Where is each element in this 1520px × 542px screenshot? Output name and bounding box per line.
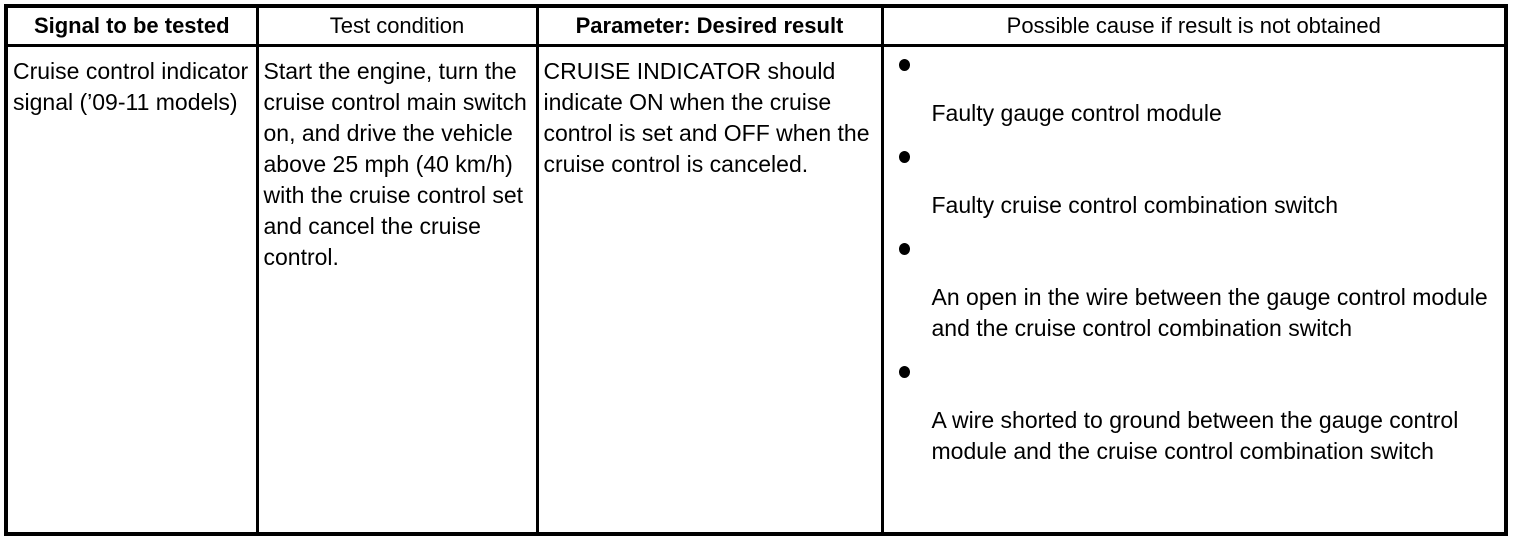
cell-signal-to-be-tested: Cruise control indicator signal (’09-11 … xyxy=(8,45,259,532)
table-header-row: Signal to be tested Test condition Param… xyxy=(8,8,1504,47)
test-condition-text: Start the engine, turn the cruise contro… xyxy=(263,57,527,270)
list-item: Faulty cruise control combination switch xyxy=(884,147,1495,221)
possible-cause-text: An open in the wire between the gauge co… xyxy=(931,283,1488,341)
possible-cause-text: Faulty gauge control module xyxy=(931,99,1222,126)
possible-cause-text: Faulty cruise control combination switch xyxy=(931,191,1339,218)
bullet-icon xyxy=(898,150,910,163)
possible-cause-list: Faulty gauge control module Faulty cruis… xyxy=(884,47,1505,467)
bullet-icon xyxy=(898,242,910,255)
list-item: Faulty gauge control module xyxy=(884,55,1495,129)
cell-parameter-desired-result: CRUISE INDICATOR should indicate ON when… xyxy=(537,45,884,532)
possible-cause-text: A wire shorted to ground between the gau… xyxy=(931,406,1459,464)
column-header-test-condition: Test condition xyxy=(257,8,539,47)
list-item: A wire shorted to ground between the gau… xyxy=(884,362,1495,467)
column-header-signal-to-be-tested: Signal to be tested xyxy=(8,8,259,47)
cell-test-condition: Start the engine, turn the cruise contro… xyxy=(257,45,539,532)
desired-result-text: CRUISE INDICATOR should indicate ON when… xyxy=(543,57,870,177)
column-header-parameter-desired-result: Parameter: Desired result xyxy=(537,8,884,47)
list-item: An open in the wire between the gauge co… xyxy=(884,239,1495,344)
bullet-icon xyxy=(898,58,910,71)
column-header-possible-cause: Possible cause if result is not obtained xyxy=(882,8,1504,47)
diagnostic-table-frame: Signal to be tested Test condition Param… xyxy=(4,4,1508,536)
diagnostic-table: Signal to be tested Test condition Param… xyxy=(8,8,1504,532)
cell-possible-cause: Faulty gauge control module Faulty cruis… xyxy=(882,45,1504,532)
signal-text: Cruise control indicator signal (’09-11 … xyxy=(13,57,249,115)
table-row: Cruise control indicator signal (’09-11 … xyxy=(8,45,1504,532)
bullet-icon xyxy=(898,365,910,378)
